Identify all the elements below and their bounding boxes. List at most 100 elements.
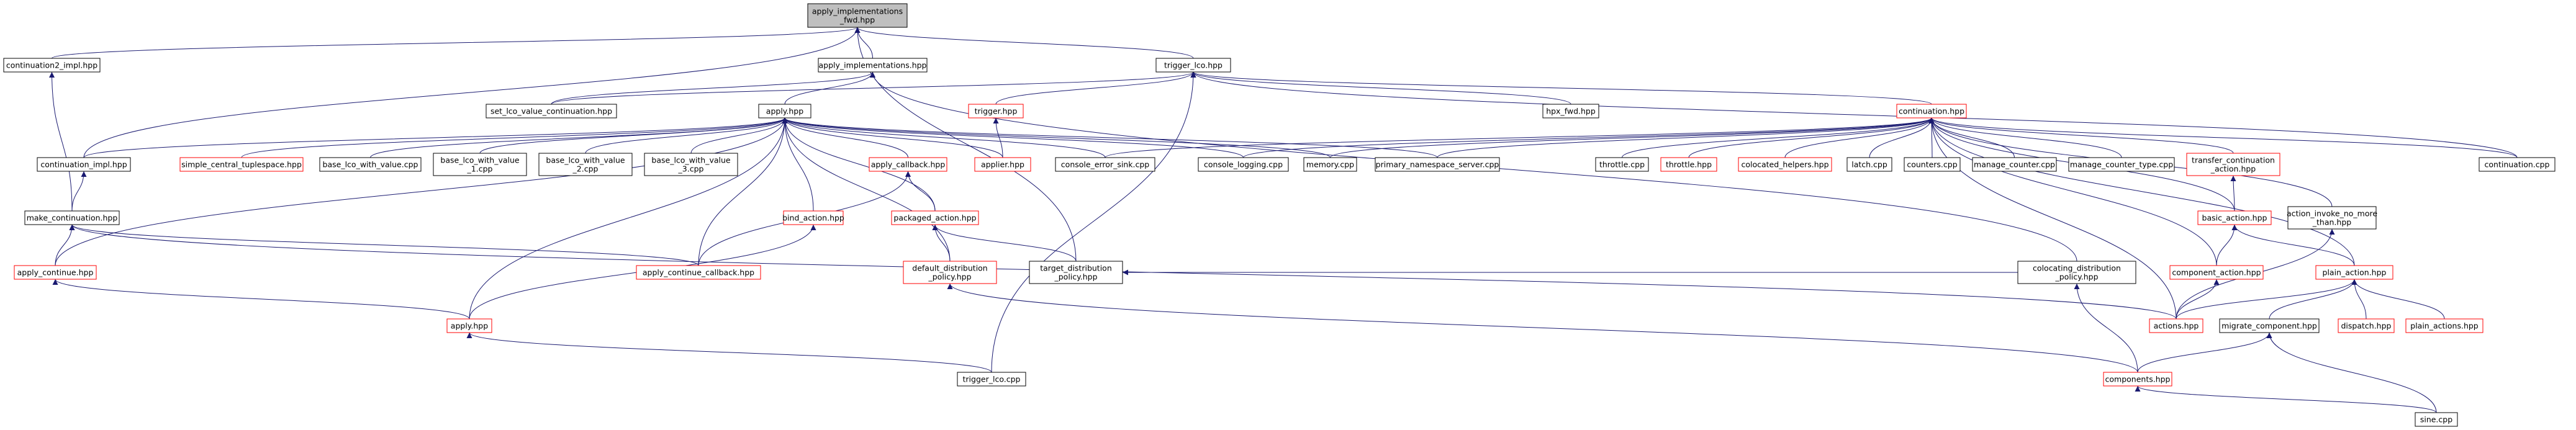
graph-node-base-lco-with-value-cpp[interactable]: base_lco_with_value.cpp xyxy=(319,157,422,172)
graph-node-packaged-action-hpp[interactable]: packaged_action.hpp xyxy=(891,210,979,225)
node-label: _1.cpp xyxy=(467,164,493,174)
edge-base-lco-with-value-3-cpp-to-apply-hpp xyxy=(690,117,788,154)
graph-node-set-lco-value-continuation-hpp[interactable]: set_lco_value_continuation.hpp xyxy=(486,104,617,119)
graph-node-component-action-hpp[interactable]: component_action.hpp xyxy=(2169,265,2264,280)
graph-node-trigger-lco-hpp[interactable]: trigger_lco.hpp xyxy=(1155,58,1231,73)
graph-node-apply-continue-hpp[interactable]: apply_continue.hpp xyxy=(14,265,97,280)
node-box xyxy=(1155,58,1231,73)
graph-node-sine-cpp[interactable]: sine.cpp xyxy=(2415,412,2458,427)
graph-node-apply-implementations-hpp[interactable]: apply_implementations.hpp xyxy=(818,58,928,73)
graph-node-trigger-hpp[interactable]: trigger.hpp xyxy=(968,104,1024,119)
node-box xyxy=(2017,261,2136,284)
graph-node-base-lco-with-value-2-cpp[interactable]: base_lco_with_value_2.cpp xyxy=(538,153,633,176)
edge-plain-action-hpp-to-basic-action-hpp xyxy=(2231,224,2355,266)
node-label: _2.cpp xyxy=(572,164,599,174)
graph-node-simple-central-tuplespace-hpp[interactable]: simple_central_tuplespace.hpp xyxy=(179,157,304,172)
graph-node-primary-namespace-server-cpp[interactable]: primary_namespace_server.cpp xyxy=(1375,157,1500,172)
graph-node-apply-callback-hpp[interactable]: apply_callback.hpp xyxy=(869,157,947,172)
edge-actions-hpp-to-continuation-hpp xyxy=(1928,117,2177,320)
graph-node-colocated-helpers-hpp[interactable]: colocated_helpers.hpp xyxy=(1738,157,1832,172)
graph-node-apply-continue-callback-hpp[interactable]: apply_continue_callback.hpp xyxy=(636,265,761,280)
node-box xyxy=(1846,157,1892,172)
node-label: apply_callback.hpp xyxy=(871,160,946,169)
edge-primary-namespace-server-cpp-to-continuation-hpp xyxy=(1437,117,1935,158)
edge-trigger-lco-hpp-to-apply-implementations-fwd-hpp xyxy=(854,27,1194,59)
node-box xyxy=(486,104,617,119)
node-label: counters.cpp xyxy=(1907,160,1957,169)
node-label: apply.hpp xyxy=(451,321,488,331)
graph-node-transfer-continuation-action-hpp[interactable]: transfer_continuation_action.hpp xyxy=(2186,153,2280,176)
graph-node-throttle-hpp[interactable]: throttle.hpp xyxy=(1660,157,1717,172)
edge-base-lco-with-value-1-cpp-to-apply-hpp xyxy=(479,117,788,154)
graph-node-continuation-hpp[interactable]: continuation.hpp xyxy=(1896,104,1967,119)
graph-node-bind-action-hpp[interactable]: bind_action.hpp xyxy=(782,210,844,225)
graph-node-base-lco-with-value-1-cpp[interactable]: base_lco_with_value_1.cpp xyxy=(433,153,527,176)
node-label: apply.hpp xyxy=(766,107,803,116)
node-label: set_lco_value_continuation.hpp xyxy=(490,107,612,116)
graph-node-apply-hpp[interactable]: apply.hpp xyxy=(758,104,811,119)
graph-node-default-distribution-policy-hpp[interactable]: default_distribution_policy.hpp xyxy=(903,261,997,284)
edge-sine-cpp-to-components-hpp xyxy=(2135,385,2437,413)
node-box xyxy=(2103,372,2172,387)
edges-layer xyxy=(49,27,2518,413)
graph-node-console-error-sink-cpp[interactable]: console_error_sink.cpp xyxy=(1055,157,1155,172)
node-box xyxy=(644,153,738,176)
graph-node-manage-counter-type-cpp[interactable]: manage_counter_type.cpp xyxy=(2068,157,2175,172)
node-box xyxy=(2169,265,2264,280)
graph-node-hpx-fwd-hpp[interactable]: hpx_fwd.hpp xyxy=(1542,104,1599,119)
graph-node-plain-action-hpp[interactable]: plain_action.hpp xyxy=(2315,265,2393,280)
node-box xyxy=(974,157,1031,172)
graph-node-migrate-component-hpp[interactable]: migrate_component.hpp xyxy=(2219,318,2320,333)
graph-node-applier-hpp[interactable]: applier.hpp xyxy=(974,157,1031,172)
graph-node-apply-implementations-fwd-hpp[interactable]: apply_implementations_fwd.hpp xyxy=(807,3,908,28)
graph-node-actions-hpp[interactable]: actions.hpp xyxy=(2149,318,2203,333)
graph-node-latch-cpp[interactable]: latch.cpp xyxy=(1846,157,1892,172)
node-label: apply_continue.hpp xyxy=(17,268,94,277)
graph-node-continuation-impl-hpp[interactable]: continuation_impl.hpp xyxy=(37,157,131,172)
graph-node-console-logging-cpp[interactable]: console_logging.cpp xyxy=(1198,157,1289,172)
node-label: _fwd.hpp xyxy=(839,16,875,25)
graph-node-throttle-cpp[interactable]: throttle.cpp xyxy=(1595,157,1649,172)
node-label: applier.hpp xyxy=(981,160,1024,169)
node-box xyxy=(538,153,633,176)
edge-hpx-fwd-hpp-to-trigger-lco-hpp xyxy=(1190,71,1571,105)
graph-node-trigger-lco-cpp[interactable]: trigger_lco.cpp xyxy=(957,372,1026,387)
node-box xyxy=(1029,261,1123,284)
graph-node-dispatch-hpp[interactable]: dispatch.hpp xyxy=(2338,318,2395,333)
graph-node-continuation-cpp[interactable]: continuation.cpp xyxy=(2479,157,2556,172)
graph-node-basic-action-hpp[interactable]: basic_action.hpp xyxy=(2197,210,2272,225)
node-box xyxy=(758,104,811,119)
edge-console-logging-cpp-to-continuation-hpp xyxy=(1243,117,1935,158)
graph-node-continuation2-impl-hpp[interactable]: continuation2_impl.hpp xyxy=(3,58,101,73)
edge-continuation-cpp-to-continuation-hpp xyxy=(1928,117,2518,158)
node-label: colocated_helpers.hpp xyxy=(1741,160,1828,169)
graph-node-colocating-distribution-policy-hpp[interactable]: colocating_distribution_policy.hpp xyxy=(2017,261,2136,284)
node-label: trigger.hpp xyxy=(975,107,1018,116)
node-label: migrate_component.hpp xyxy=(2221,321,2317,331)
graph-node-target-distribution-policy-hpp[interactable]: target_distribution_policy.hpp xyxy=(1029,261,1123,284)
node-label: throttle.hpp xyxy=(1666,160,1712,169)
graph-node-counters-cpp[interactable]: counters.cpp xyxy=(1904,157,1961,172)
graph-node-plain-actions-hpp[interactable]: plain_actions.hpp xyxy=(2405,318,2483,333)
node-box xyxy=(1542,104,1599,119)
node-box xyxy=(2415,412,2458,427)
graph-node-components-hpp[interactable]: components.hpp xyxy=(2103,372,2172,387)
graph-node-memory-cpp[interactable]: memory.cpp xyxy=(1303,157,1357,172)
node-label: trigger_lco.cpp xyxy=(963,375,1021,384)
node-box xyxy=(24,210,120,225)
node-label: plain_action.hpp xyxy=(2323,268,2387,277)
graph-node-action-invoke-no-more-than-hpp[interactable]: action_invoke_no_more_than.hpp xyxy=(2287,206,2377,230)
graph-node-apply-hpp[interactable]: apply.hpp xyxy=(446,318,492,333)
graph-node-make-continuation-hpp[interactable]: make_continuation.hpp xyxy=(24,210,120,225)
node-box xyxy=(1738,157,1832,172)
graph-node-manage-counter-cpp[interactable]: manage_counter.cpp xyxy=(1972,157,2057,172)
edge-manage-counter-type-cpp-to-continuation-hpp xyxy=(1928,117,2122,158)
node-label: simple_central_tuplespace.hpp xyxy=(181,160,302,169)
node-box xyxy=(14,265,97,280)
edge-apply-hpp-to-apply-hpp xyxy=(469,117,788,320)
graph-node-base-lco-with-value-3-cpp[interactable]: base_lco_with_value_3.cpp xyxy=(644,153,738,176)
edge-colocated-helpers-hpp-to-continuation-hpp xyxy=(1784,117,1935,158)
edge-basic-action-hpp-to-transfer-continuation-action-hpp xyxy=(2230,175,2236,212)
edge-packaged-action-hpp-to-apply-callback-hpp xyxy=(905,171,936,212)
